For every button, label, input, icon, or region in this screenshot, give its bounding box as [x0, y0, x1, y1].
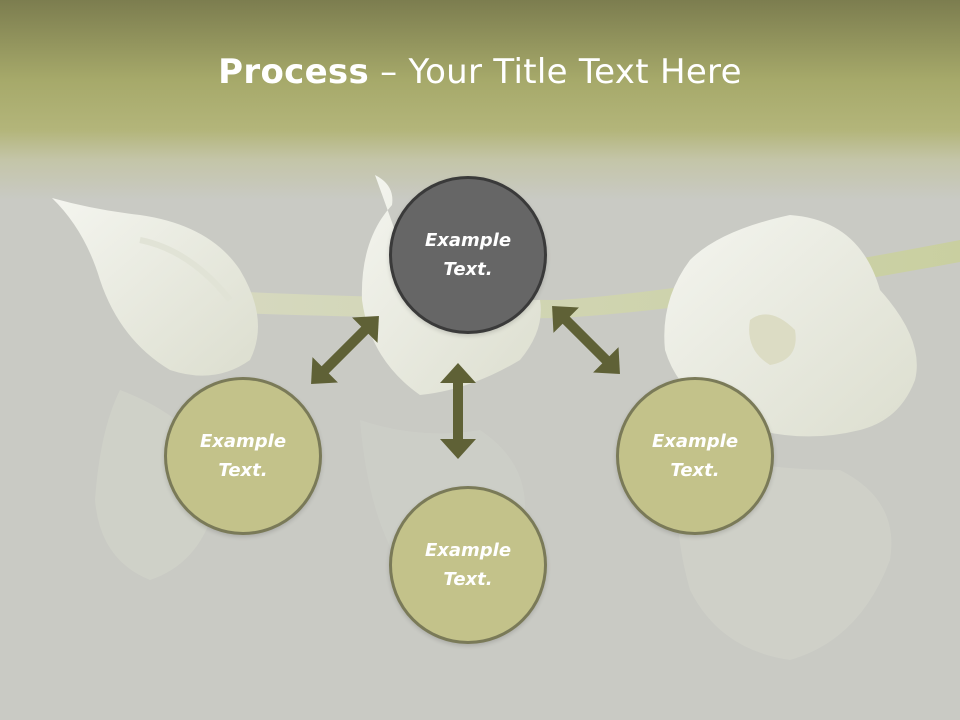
- process-node-left[interactable]: Example Text.: [164, 377, 322, 535]
- slide-title: Process – Your Title Text Here: [0, 52, 960, 92]
- title-bold: Process: [218, 52, 370, 92]
- process-node-bottom-label: Example Text.: [424, 540, 512, 590]
- header-band: [0, 0, 960, 200]
- process-node-center[interactable]: Example Text.: [389, 176, 547, 334]
- process-node-left-label: Example Text.: [199, 431, 287, 481]
- process-node-right-label: Example Text.: [651, 431, 739, 481]
- process-node-bottom[interactable]: Example Text.: [389, 486, 547, 644]
- process-node-center-label: Example Text.: [424, 230, 512, 280]
- title-rest: – Your Title Text Here: [369, 52, 742, 92]
- process-node-right[interactable]: Example Text.: [616, 377, 774, 535]
